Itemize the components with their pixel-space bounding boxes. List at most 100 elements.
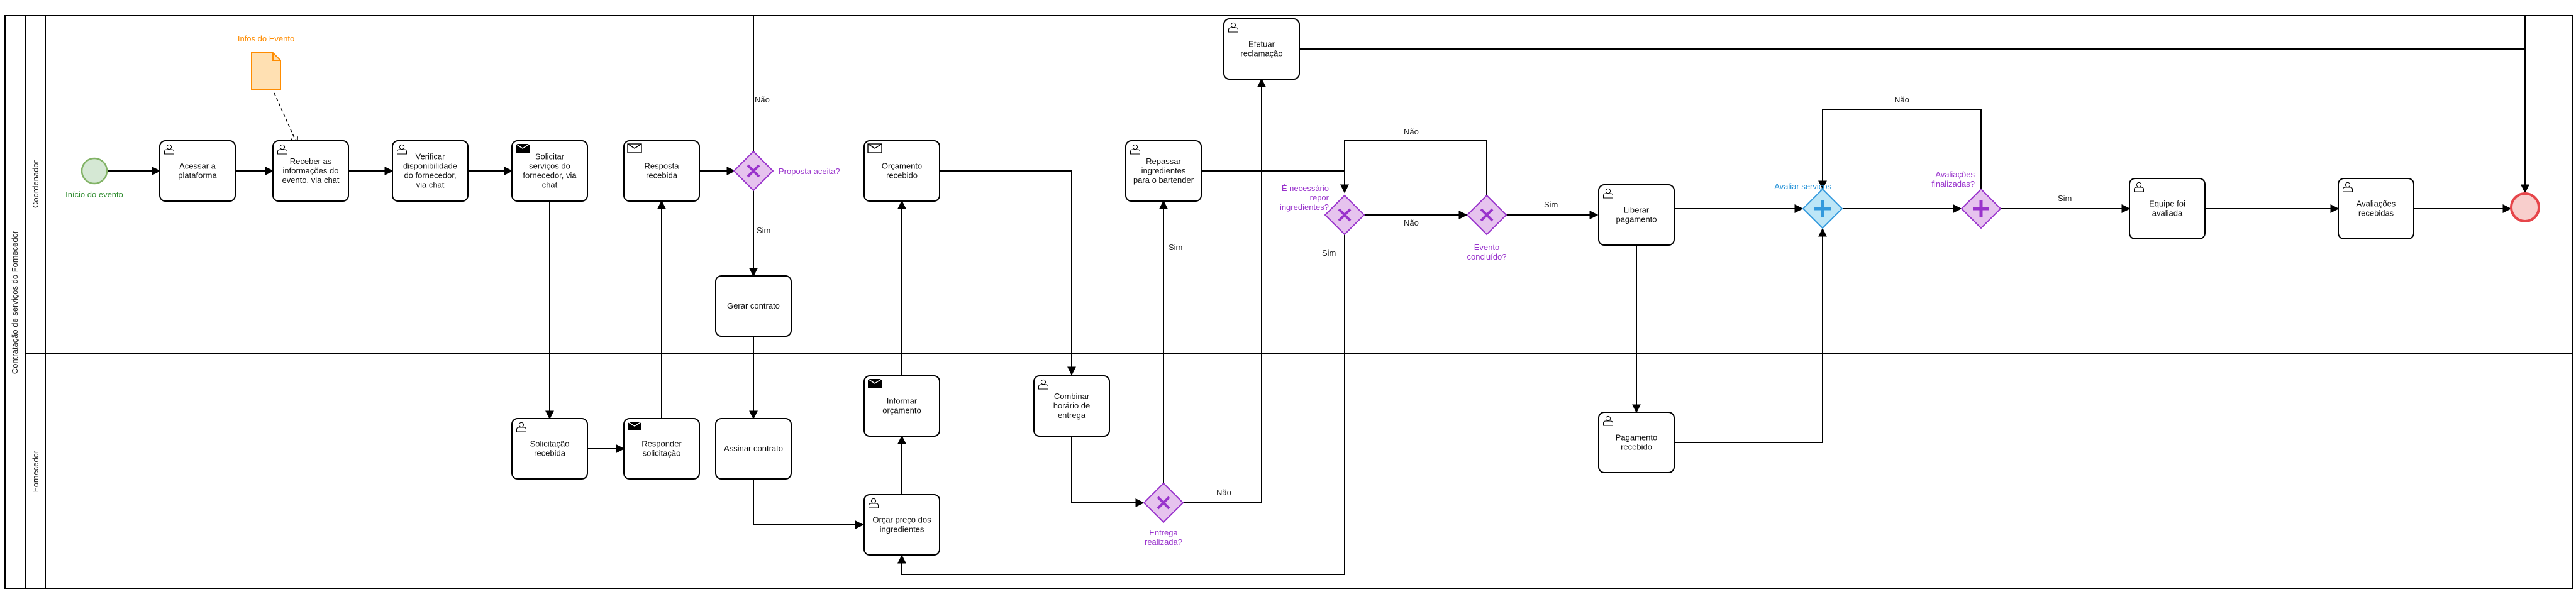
receive-message-icon [627,143,642,153]
task-label-line: evento, via chat [282,175,339,185]
task-label-line: Avaliações [2357,199,2396,209]
task-label-line: Receber as [290,156,332,166]
task-label-line: Assinar contrato [724,444,783,453]
task-label-line: recebido [886,171,918,180]
task-label-line: Verificar [416,152,446,162]
task-label-line: Resposta [645,162,680,171]
task-label-line: avaliada [2152,209,2183,218]
task-label-line: plataforma [178,171,217,180]
gateway-label-line: concluído? [1467,252,1507,261]
label-nao-g4: Não [1216,488,1231,497]
pool-label: Contratação de serviços do Fornecedor [10,230,19,374]
task-label-line: Informar [887,397,918,406]
flow-g1-t9-nao [753,15,2529,194]
task-label-line: orçamento [882,406,921,415]
task-label-line: Orçamento [882,162,922,171]
label-sim-g3: Sim [1544,200,1558,209]
gateway-label-line: Proposta aceita? [779,167,840,176]
gateway-g1: Proposta aceita? [733,150,840,192]
task-label-line: pagamento [1616,215,1657,224]
flow-t9-end [1299,48,2529,194]
flow-s7-g5 [1674,227,1827,443]
gateway-label-line: Evento [1474,243,1499,252]
label-nao-g1: Não [755,95,770,104]
label-nao-g3: Não [1404,127,1419,136]
task-label-line: Combinar [1054,392,1090,401]
task-label-line: ingredientes [1141,166,1186,175]
send-message-icon [867,378,882,388]
gateway-label-line: É necessário [1282,184,1329,193]
task-label-line: recebida [646,171,678,180]
task-label-line: Solicitação [530,439,570,449]
gateway-label-line: Entrega [1149,528,1178,537]
start-event-label: Início do evento [65,190,123,199]
send-message-icon [515,143,530,153]
task-label-line: entrega [1058,410,1086,420]
task-label-line: disponibilidade [403,162,457,171]
task-label-line: via chat [416,180,445,190]
task-label-line: Acessar a [179,162,216,171]
task-label-line: do fornecedor, [404,171,456,180]
pool: Contratação de serviços do Fornecedor Co… [4,15,2573,589]
task-s3: Assinar contrato [715,418,792,480]
task-label-line: Solicitar [535,152,565,162]
task-label-line: fornecedor, via [523,171,577,180]
gateway-label-line: ingredientes? [1280,202,1329,212]
task-label-line: para o bartender [1133,175,1194,185]
exclusive-x-icon [747,164,760,178]
label-sim-g4: Sim [1169,243,1182,252]
task-label-line: Repassar [1146,156,1181,166]
task-label-line: solicitação [643,449,681,458]
task-label-line: Equipe foi [2149,199,2185,209]
exclusive-x-icon [1480,208,1494,222]
task-label-line: serviços do [529,162,570,171]
flow-labels: Não Sim Sim Não Sim Não Não Sim Não Sim [755,95,2072,497]
label-sim-g1: Sim [757,226,770,235]
task-label-line: ingredientes [880,525,924,534]
flow-g4-t9-nao [1182,78,1266,503]
task-label-line: horário de [1053,401,1091,410]
task-label-line: recebida [534,449,566,458]
task-label-line: recebido [1621,442,1652,452]
flow-t7-s6 [940,170,1076,376]
gateway-label-line: finalizadas? [1931,179,1975,189]
annotation-association [274,92,297,143]
task-label-line: Orçar preço dos [872,515,931,525]
receive-message-icon [867,143,882,153]
flow-g2-s5-sim [897,234,1345,575]
exclusive-x-icon [1157,496,1170,510]
task-t6: Gerar contrato [715,275,792,337]
flow-s6-g4 [1071,435,1145,507]
sequence-flows [107,15,2529,575]
label-sim-g6: Sim [2058,194,2072,203]
annotation-label: Infos do Evento [238,34,294,43]
gateway-g5: Avaliar serviços [1774,182,1843,229]
flow-g3-g2-nao [1340,140,1487,196]
gateway-label-line: Avaliações [1935,170,1975,179]
label-nao-g6: Não [1894,95,1909,104]
end-event [2510,192,2540,222]
parallel-plus-icon [1973,200,1989,217]
label-sim-g2: Sim [1322,248,1336,258]
flow-g6-g5-nao [1818,109,1982,190]
task-label-line: Responder [641,439,682,449]
task-label-line: Gerar contrato [727,301,780,310]
